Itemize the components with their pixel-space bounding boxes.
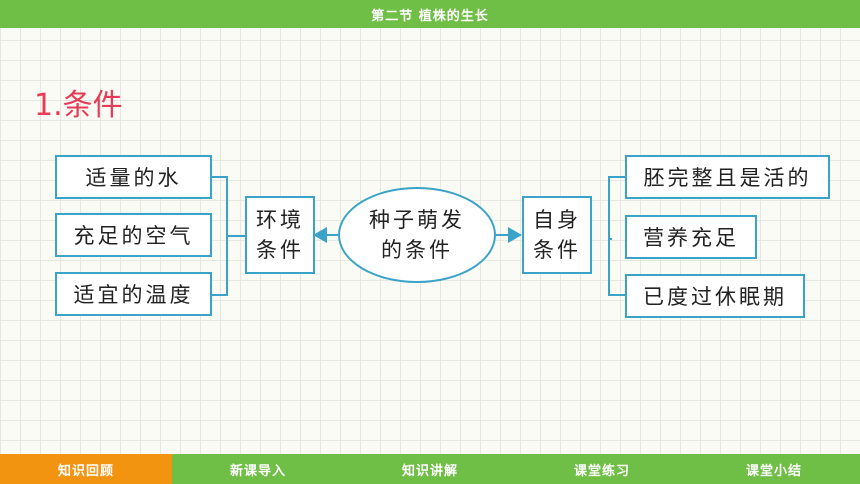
right-item-3-text: 已度过休眠期	[643, 285, 787, 309]
section-title: 1.条件	[34, 88, 123, 123]
right-item-2: 营养充足	[625, 215, 757, 259]
self-conditions-box: 自身 条件	[522, 196, 592, 274]
right-item-3: 已度过休眠期	[625, 274, 805, 318]
left-item-3: 适宜的温度	[55, 272, 212, 316]
header-title: 第二节 植株的生长	[371, 8, 489, 24]
self-line2: 条件	[533, 238, 581, 262]
nav-knowledge-review[interactable]: 知识回顾	[0, 454, 172, 484]
germination-conditions-ellipse: 种子萌发 的条件	[338, 187, 496, 283]
nav-class-summary[interactable]: 课堂小结	[745, 463, 802, 479]
left-item-1-text: 适量的水	[85, 166, 182, 190]
environment-line2: 条件	[256, 238, 304, 262]
header-bar: 第二节 植株的生长	[0, 0, 860, 28]
right-item-1-text: 胚完整且是活的	[643, 166, 812, 190]
nav-knowledge-explain[interactable]: 知识讲解	[401, 463, 458, 479]
bottom-nav: 知识回顾 新课导入 知识讲解 课堂练习 课堂小结	[0, 454, 860, 484]
environment-line1: 环境	[256, 208, 304, 232]
left-item-2-text: 充足的空气	[73, 224, 194, 248]
right-item-2-text: 营养充足	[643, 226, 739, 250]
left-item-1: 适量的水	[55, 155, 212, 199]
right-item-1: 胚完整且是活的	[625, 155, 830, 199]
environment-conditions-box: 环境 条件	[245, 196, 315, 274]
left-item-3-text: 适宜的温度	[73, 283, 194, 307]
nav-new-lesson[interactable]: 新课导入	[229, 463, 286, 479]
self-line1: 自身	[533, 208, 581, 232]
left-item-2: 充足的空气	[55, 213, 212, 257]
nav-class-practice[interactable]: 课堂练习	[573, 463, 630, 479]
center-line2: 的条件	[381, 238, 453, 262]
center-line1: 种子萌发	[369, 208, 465, 232]
